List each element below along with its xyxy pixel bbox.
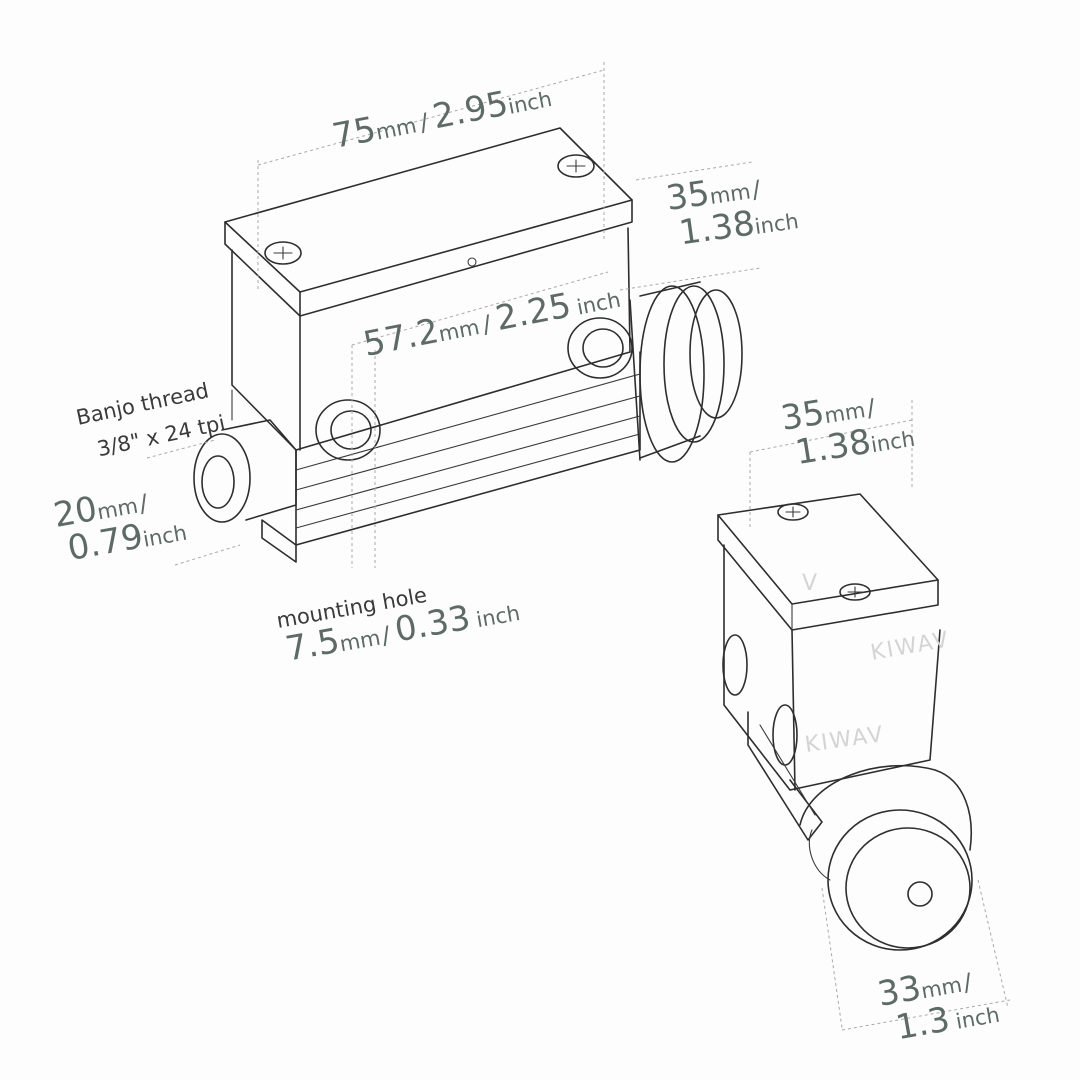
- banjo-thread-label: Banjo thread 3/8" x 24 tpi: [74, 378, 227, 461]
- watermark: V: [802, 571, 819, 596]
- svg-text:35mm/: 35mm/: [664, 166, 764, 219]
- watermark: KIWAV: [803, 722, 886, 758]
- dim-top-depth: 35mm/ 1.38inch: [664, 166, 800, 253]
- rubber-boot: [629, 281, 743, 463]
- lid-screw-icon: [557, 154, 595, 178]
- mounting-hole-icon: [567, 317, 633, 379]
- master-cylinder-side-view: [193, 127, 743, 563]
- master-cylinder-end-view: [717, 493, 973, 951]
- dimension-lines: [146, 62, 1011, 1031]
- svg-text:75mm/2.95inch: 75mm/2.95inch: [329, 75, 555, 157]
- base-rail: [261, 519, 297, 563]
- dim-banjo-diameter: 20mm/ 0.79inch: [51, 480, 189, 569]
- dim-end-width: 35mm/ 1.38inch: [778, 384, 916, 473]
- banjo-port: [193, 389, 297, 523]
- lid-screw-icon: [839, 583, 871, 601]
- dim-top-width: 75mm/2.95inch: [329, 75, 555, 157]
- dim-mounting-hole: mounting hole 7.5mm/0.33inch: [275, 583, 522, 670]
- cooling-fin: [295, 415, 641, 511]
- lid-top-face: [224, 127, 633, 293]
- cooling-fin: [295, 373, 641, 471]
- mounting-hole-icon: [315, 399, 381, 461]
- lid-screw-icon: [264, 241, 302, 265]
- svg-text:20mm/: 20mm/: [51, 480, 152, 536]
- lid-screw-icon: [777, 503, 809, 521]
- end-boot: [799, 764, 973, 951]
- end-lid-top: [717, 493, 939, 605]
- cooling-fin: [295, 433, 641, 529]
- cooling-fin: [295, 395, 641, 491]
- end-lid-edge: [717, 514, 939, 631]
- dim-boot-diameter: 33mm/ 1.3inch: [875, 968, 1002, 1048]
- svg-text:35mm/: 35mm/: [778, 384, 878, 438]
- lid-vent-hole: [467, 257, 477, 267]
- watermark: KIWAV: [869, 627, 952, 666]
- side-hole-icon: [722, 634, 748, 696]
